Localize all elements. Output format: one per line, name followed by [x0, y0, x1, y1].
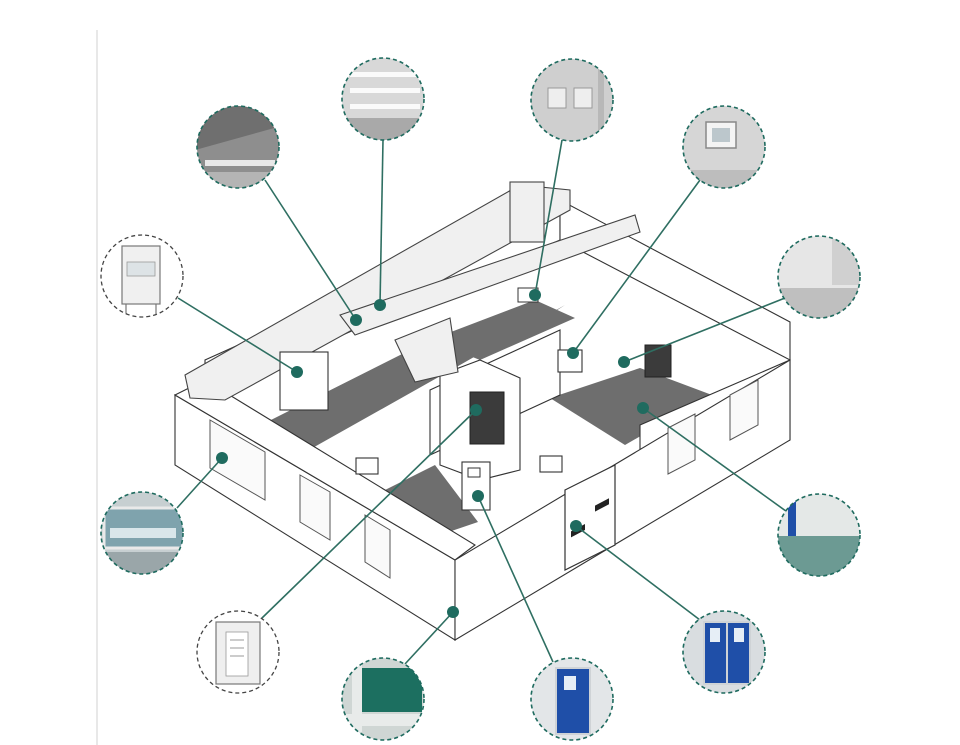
wall-corner-photo	[777, 235, 861, 319]
leader-window	[572, 179, 701, 354]
ceiling-light-panel-photo	[196, 105, 280, 189]
front-window-1	[209, 419, 266, 501]
single-door-photo	[530, 657, 614, 741]
clean-bench-equipment	[644, 344, 672, 378]
grille-right	[573, 87, 593, 109]
callout-ring	[341, 657, 425, 741]
callout-ring	[100, 491, 184, 575]
floor-icon	[778, 536, 860, 576]
leader-grid	[379, 139, 384, 306]
anchor-dot	[570, 520, 582, 532]
anchor-dot	[472, 490, 484, 502]
hepa-ceiling-photo	[341, 57, 425, 141]
right-window-1	[667, 413, 696, 475]
anchor-dot	[447, 606, 459, 618]
anchor-dot	[470, 404, 482, 416]
callout-ring	[530, 58, 614, 142]
clean-bench-photo	[100, 234, 184, 318]
ceiling-light-strip	[205, 160, 275, 166]
back-wall-right	[559, 199, 791, 361]
grid-light-2	[350, 88, 420, 93]
right-window-2	[729, 379, 759, 441]
door2-vision-right	[734, 628, 744, 642]
air-shower-equipment	[469, 391, 505, 445]
sink-unit	[539, 455, 563, 473]
anchor-dot	[618, 356, 630, 368]
lab-bench	[110, 528, 176, 538]
leader-coving	[404, 611, 454, 665]
observation-window-photo	[100, 491, 184, 575]
leader-ceiling	[264, 179, 357, 321]
grid-light-3	[350, 104, 420, 109]
coving-corner-photo	[341, 657, 425, 741]
air-duct-branch	[394, 317, 459, 383]
pass-box-equipment	[279, 351, 329, 411]
anchor-dot	[216, 452, 228, 464]
leader-floor	[642, 407, 791, 515]
front-window-3	[364, 514, 391, 579]
coving-base	[342, 714, 424, 726]
anchor-dot	[567, 347, 579, 359]
leader-lab	[176, 457, 223, 509]
leader-lines	[176, 139, 791, 665]
callout-ring	[777, 235, 861, 319]
return-air-grille-photo	[530, 58, 614, 142]
callout-ring	[196, 105, 280, 189]
small-cabinet	[355, 457, 379, 475]
leader-grille	[534, 139, 563, 296]
door2-vision-left	[710, 628, 720, 642]
epoxy-floor-photo	[777, 493, 861, 577]
coving-frame	[352, 662, 362, 732]
floor-back-room	[430, 300, 575, 360]
leader-shower	[261, 409, 477, 619]
leader-door2	[575, 525, 701, 621]
grid-floor	[342, 118, 424, 140]
anchor-dot	[350, 314, 362, 326]
ceiling-shade	[197, 106, 279, 150]
callout-ring	[530, 657, 614, 741]
grille-left	[547, 87, 567, 109]
anchor-dot	[637, 402, 649, 414]
anchor-dots	[216, 289, 649, 618]
callout-ring	[682, 105, 766, 189]
leader-corner	[623, 297, 786, 363]
cleanroom-building	[173, 181, 791, 641]
callout-ring	[777, 493, 861, 577]
callout-ring	[196, 610, 280, 694]
pass-box-glass	[712, 128, 730, 142]
air-duct-secondary	[339, 214, 641, 336]
anchor-dot	[374, 299, 386, 311]
callout-ring	[100, 234, 184, 318]
callout-ring	[682, 610, 766, 694]
double-door-photo	[682, 610, 766, 694]
floor-door-edge	[788, 500, 796, 540]
shower-panel	[225, 631, 249, 677]
inner-door-vision	[467, 467, 481, 478]
air-shower-photo	[196, 610, 280, 694]
anchor-dot	[529, 289, 541, 301]
door1-vision	[564, 676, 576, 690]
bench-glass	[126, 261, 156, 277]
front-door-slot-2	[595, 498, 609, 512]
anchor-dot	[291, 366, 303, 378]
leader-door1	[477, 495, 554, 663]
leader-bench	[177, 297, 298, 373]
corner-floor	[778, 288, 860, 318]
grid-light-1	[350, 72, 420, 77]
coving-icon	[360, 668, 422, 712]
air-duct-riser	[509, 181, 545, 243]
floor-right-room	[550, 368, 712, 445]
front-window-2	[299, 474, 331, 541]
pass-box-window-photo	[682, 105, 766, 189]
front-double-door	[564, 464, 616, 571]
grille-edge	[598, 59, 604, 141]
callout-ring	[341, 57, 425, 141]
